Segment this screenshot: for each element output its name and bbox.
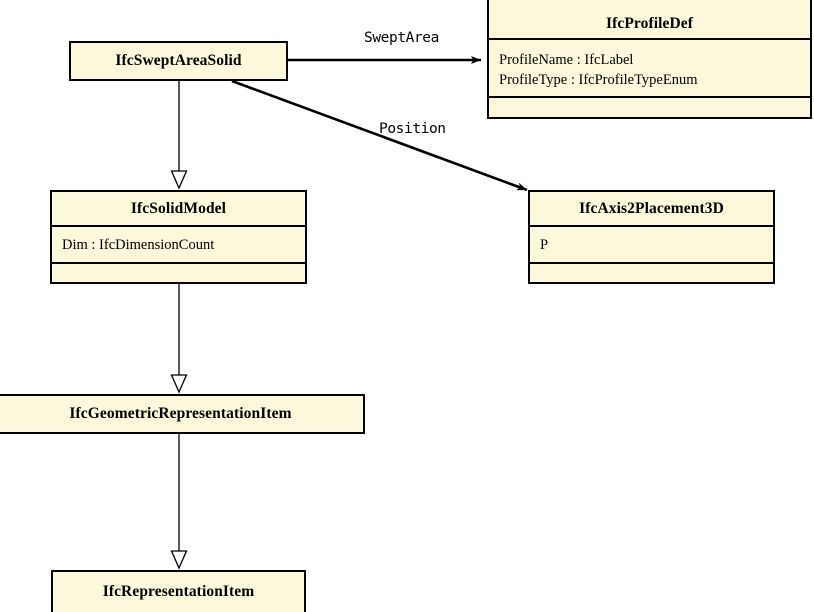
class-attributes-compartment: Dim : IfcDimensionCount	[52, 225, 305, 262]
class-attributes-compartment: ProfileName : IfcLabel ProfileType : Ifc…	[489, 38, 810, 96]
class-box-ifcprofiledef[interactable]: IfcProfileDef ProfileName : IfcLabel Pro…	[487, 0, 812, 119]
class-title-compartment: IfcRepresentationItem	[53, 572, 304, 612]
edge-generalization-geom-to-repitem	[170, 434, 188, 570]
class-box-ifcgeometricrepresentationitem[interactable]: IfcGeometricRepresentationItem	[0, 394, 365, 434]
edge-label-swept-area: SweptArea	[364, 30, 439, 46]
class-name-label: IfcSolidModel	[130, 199, 227, 217]
class-title-compartment: IfcProfileDef	[489, 0, 810, 38]
class-title-compartment: IfcGeometricRepresentationItem	[0, 396, 363, 432]
class-name-label: IfcRepresentationItem	[102, 583, 255, 600]
class-name-label: IfcProfileDef	[605, 15, 694, 32]
class-title-compartment: IfcSolidModel	[52, 192, 305, 225]
edge-label-position: Position	[379, 121, 446, 137]
class-box-ifcaxis2placement3d[interactable]: IfcAxis2Placement3D P	[528, 190, 775, 284]
edge-generalization-swept-to-solid	[170, 81, 188, 190]
class-attribute: ProfileType : IfcProfileTypeEnum	[499, 72, 698, 88]
class-attributes-compartment: P	[530, 225, 773, 262]
class-box-ifcrepresentationitem[interactable]: IfcRepresentationItem	[51, 570, 306, 612]
class-box-ifcsolidmodel[interactable]: IfcSolidModel Dim : IfcDimensionCount	[50, 190, 307, 284]
class-operations-compartment	[530, 262, 773, 282]
class-title-compartment: IfcAxis2Placement3D	[530, 192, 773, 225]
class-name-label: IfcSweptAreaSolid	[115, 52, 242, 69]
class-attribute: Dim : IfcDimensionCount	[62, 236, 215, 253]
class-operations-compartment	[489, 96, 810, 117]
edge-generalization-solid-to-geom	[170, 284, 188, 394]
class-attribute: P	[540, 236, 549, 253]
class-title-compartment: IfcSweptAreaSolid	[71, 43, 286, 79]
class-name-label: IfcAxis2Placement3D	[579, 199, 724, 217]
class-attribute: ProfileName : IfcLabel	[499, 52, 634, 68]
class-name-label: IfcGeometricRepresentationItem	[69, 405, 292, 422]
class-box-ifcsweptareasolid[interactable]: IfcSweptAreaSolid	[69, 41, 288, 81]
class-operations-compartment	[52, 262, 305, 282]
